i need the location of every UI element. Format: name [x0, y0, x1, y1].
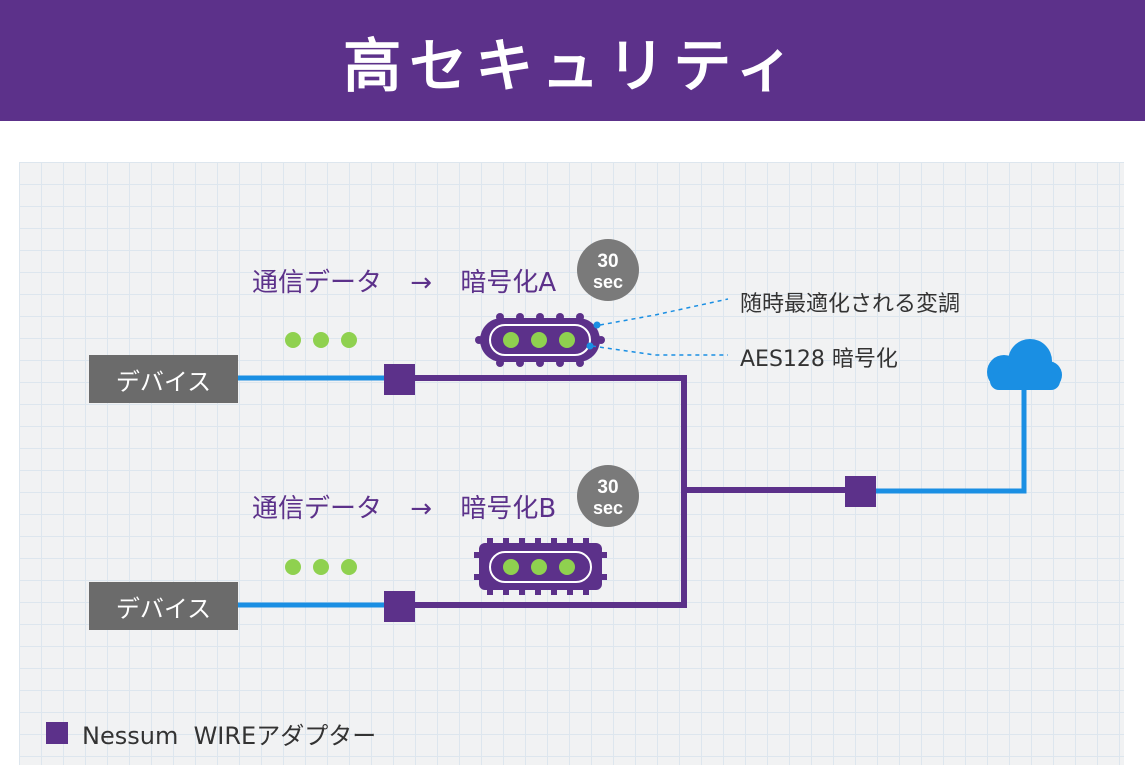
- cipher-label: 暗号化B: [460, 494, 557, 524]
- timer-unit-1: sec: [593, 272, 623, 292]
- note-modulation: 随時最適化される変調: [740, 292, 961, 317]
- diagram-panel: [19, 162, 1124, 765]
- device-box-1: デバイス: [89, 355, 238, 403]
- cloud-link: [876, 384, 1027, 494]
- callout-line-modulation: [599, 298, 729, 326]
- wire-line-upper: [414, 375, 846, 493]
- packet-dots-2: [285, 559, 357, 575]
- timer-value-1: 30: [597, 251, 618, 272]
- adapter-square-icon: [845, 476, 876, 507]
- device-label: デバイス: [115, 367, 212, 396]
- chip-icon: [475, 313, 605, 367]
- page-title: 高セキュリティ: [343, 31, 802, 100]
- packet-dots-1: [285, 332, 357, 348]
- flow-label-a: 通信データ → 暗号化A: [252, 262, 556, 299]
- wire-line-lower: [414, 490, 687, 608]
- legend-label: Nessum WIREアダプター: [82, 721, 377, 750]
- adapter-square-icon: [384, 591, 415, 622]
- cloud-icon: [987, 339, 1062, 390]
- adapter-square-icon: [384, 364, 415, 395]
- timer-badge-icon: 30 sec: [577, 239, 639, 301]
- timer-badge-icon: 30 sec: [577, 465, 639, 527]
- note-aes: AES128 暗号化: [740, 347, 898, 372]
- device-label: デバイス: [115, 594, 212, 623]
- data-label: 通信データ: [252, 268, 383, 298]
- legend: Nessum WIREアダプター: [46, 716, 376, 750]
- cipher-label: 暗号化A: [460, 268, 557, 298]
- arrow-icon: →: [410, 494, 433, 524]
- data-label: 通信データ: [252, 494, 383, 524]
- chip-icon: [474, 538, 607, 595]
- timer-unit-2: sec: [593, 498, 623, 518]
- timer-value-2: 30: [597, 477, 618, 498]
- legend-swatch: [46, 722, 68, 744]
- arrow-icon: →: [410, 268, 433, 298]
- header-banner: 高セキュリティ: [0, 0, 1145, 121]
- callout-line-aes: [591, 345, 728, 356]
- device-box-2: デバイス: [89, 582, 238, 630]
- flow-label-b: 通信データ → 暗号化B: [252, 488, 556, 525]
